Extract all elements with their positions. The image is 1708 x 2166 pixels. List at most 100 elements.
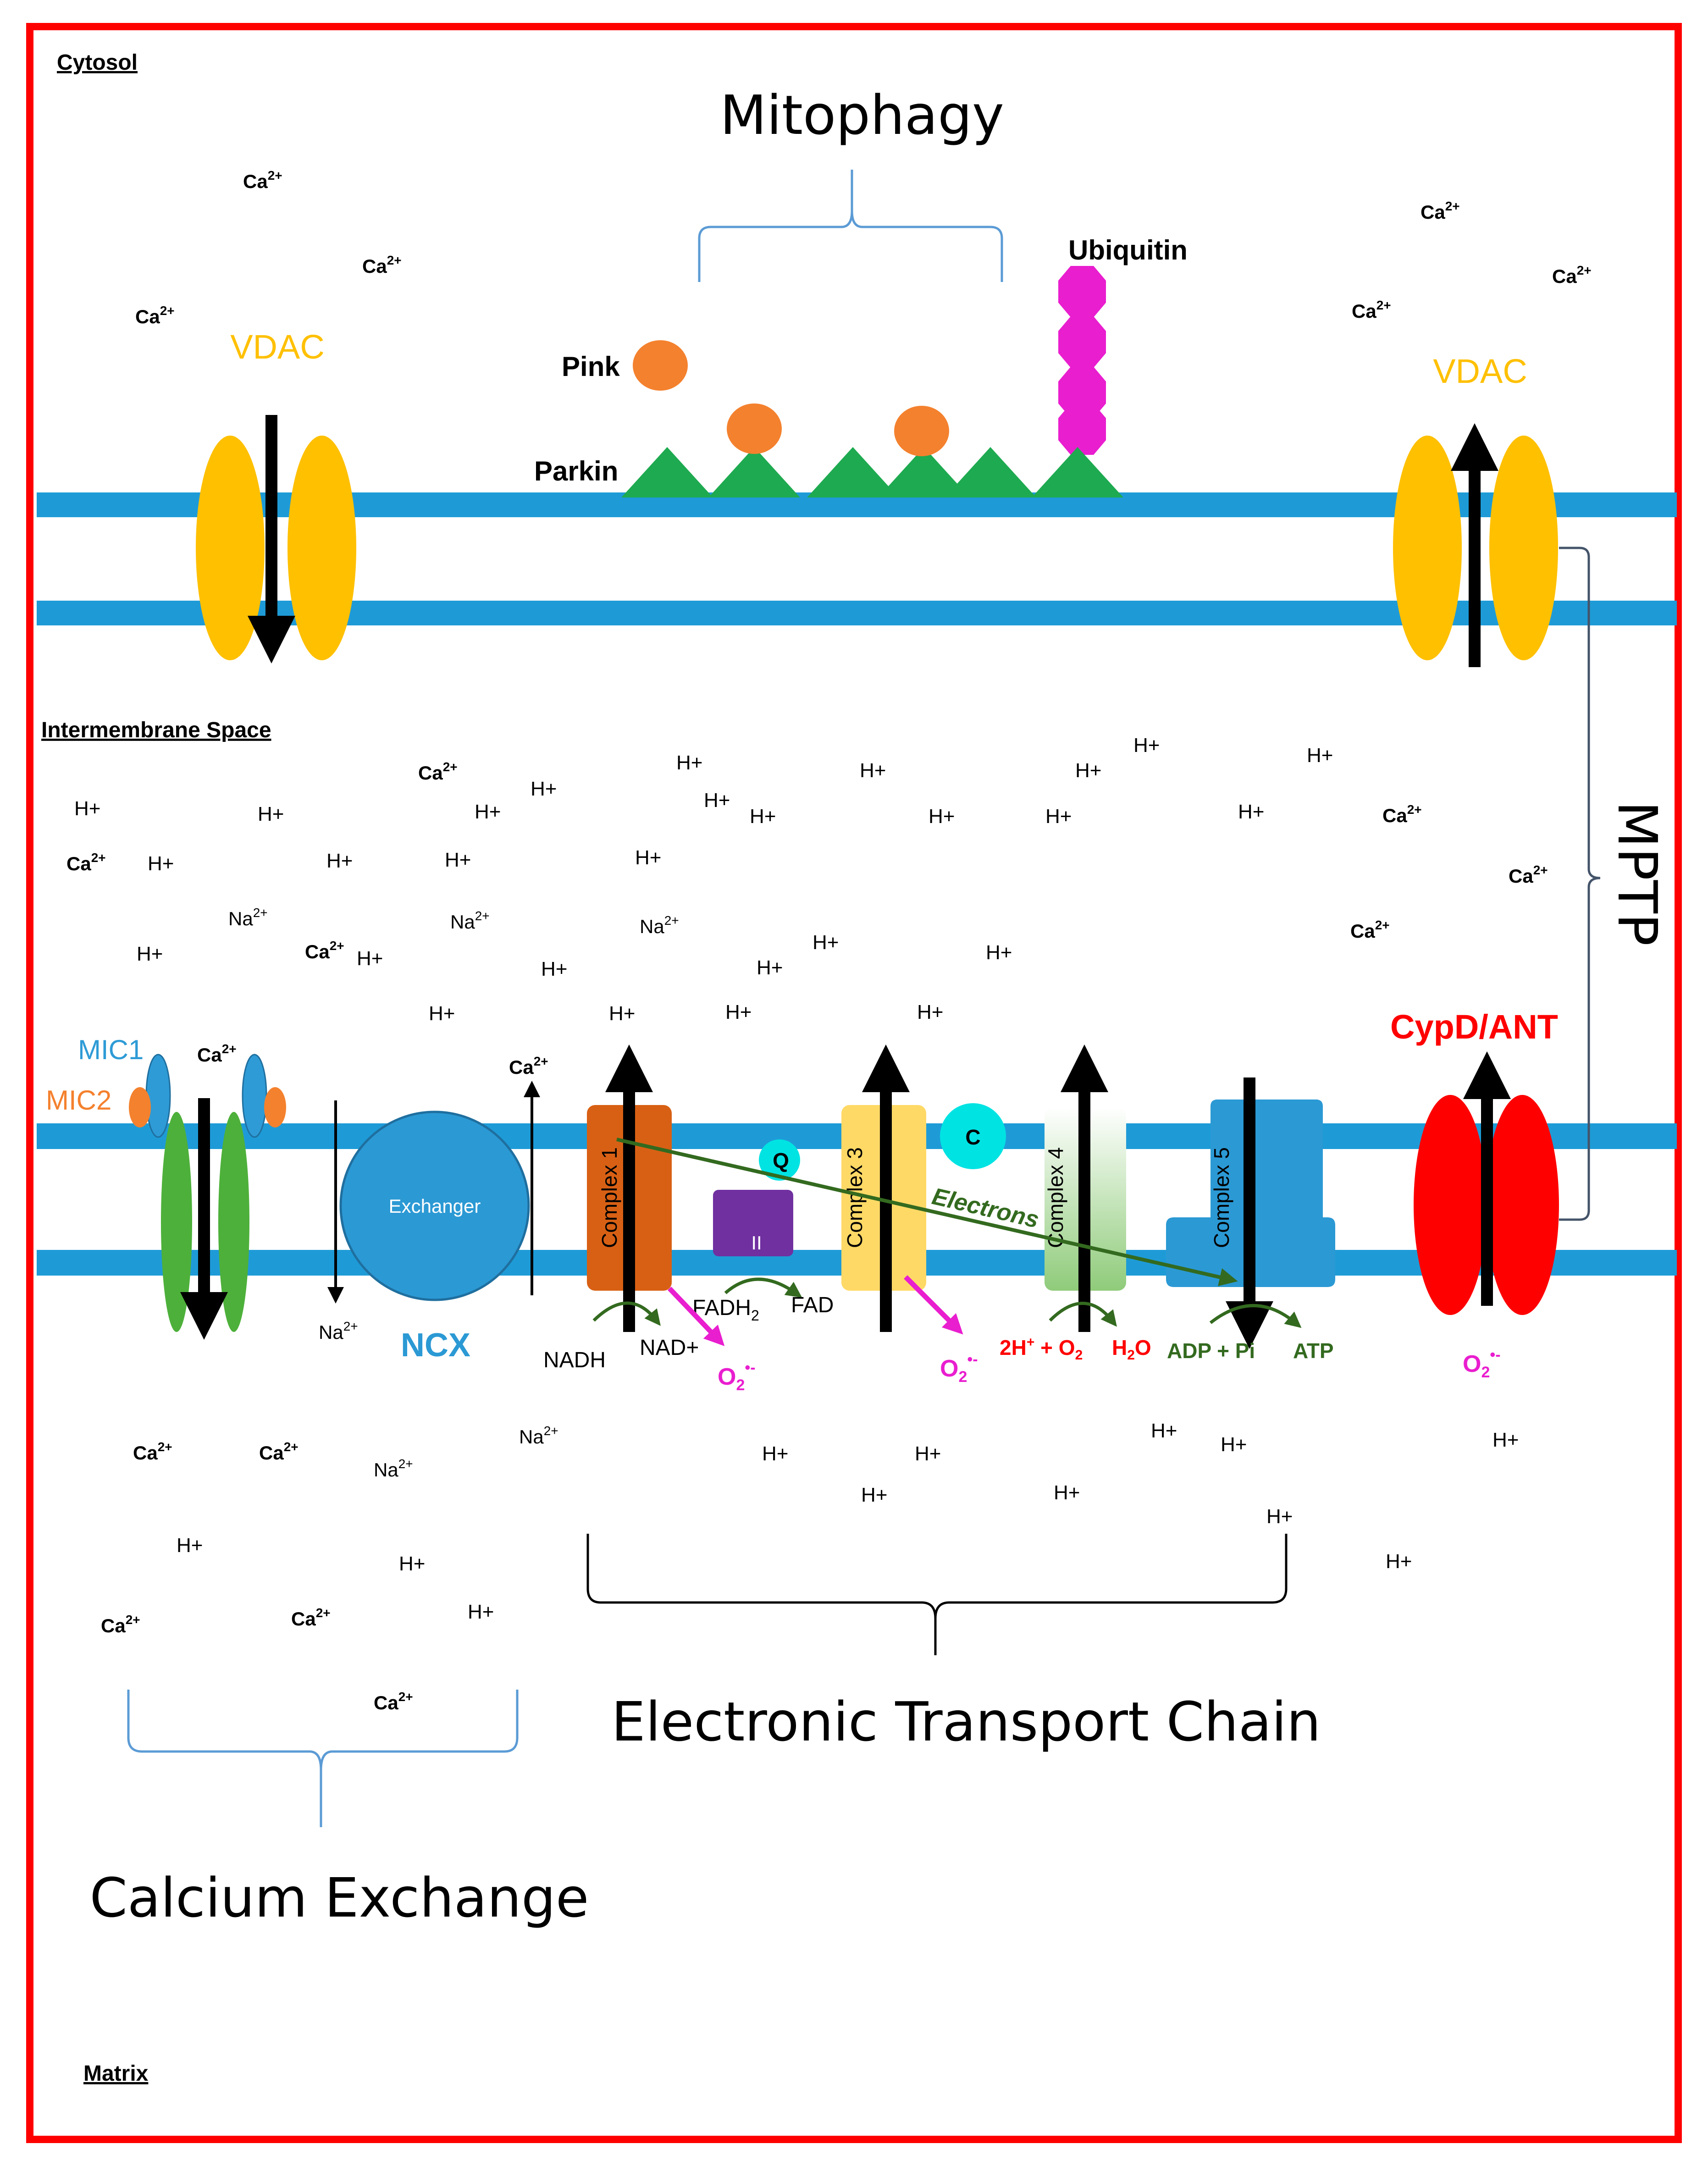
h-ion: H+ [74,797,100,820]
mic1-label: MIC1 [78,1034,144,1065]
pink-label: Pink [562,351,620,382]
ca-ion: Ca2+ [1421,199,1460,223]
cypd-lobe [1414,1095,1487,1315]
cytochrome-c [940,1103,1006,1169]
calcium-brace [127,1690,519,1827]
cypd-label: CypD/ANT [1390,1008,1558,1046]
nadh-reaction-arrow [592,1301,661,1326]
mitophagy-title: Mitophagy [720,83,1004,147]
fadh2-label: FADH2 [692,1296,759,1324]
atp-reaction-arrow [1209,1304,1302,1328]
ubiquitin-unit [1058,316,1106,368]
h-ion: H+ [475,801,501,823]
exchanger-label: Exchanger [389,1195,481,1217]
h-ion: H+ [445,849,471,871]
mcu-complex [129,1054,286,1340]
complex3-label: Complex 3 [843,1147,867,1248]
h-ion: H+ [399,1553,425,1575]
ca-ion: Ca2+ [1382,802,1422,826]
vdac-left-label: VDAC [230,328,325,366]
h-ion: H+ [1221,1433,1247,1456]
mic2-protein [264,1087,286,1127]
complex1: Complex 1 [587,1044,672,1332]
na-ion: Na2+ [374,1457,413,1481]
cypd-ant-channel [1414,1051,1559,1315]
h-ion: H+ [813,931,839,954]
parkin-proteins [621,447,1123,497]
water-product-label: H2O [1112,1336,1151,1363]
h-ion: H+ [1307,744,1333,767]
mcu-subunit [218,1112,249,1332]
vdac-left-lobe [196,436,265,660]
ca-ion: Ca2+ [1352,298,1391,322]
ca-ion: Ca2+ [1350,918,1390,942]
superoxide-arrow-c1 [668,1287,725,1346]
calcium-ions: Ca2+ Ca2+ Ca2+ Ca2+ Ca2+ Ca2+ Ca2+ Ca2+ … [66,168,1592,1713]
mptp-label: MPTP [1606,801,1669,946]
superoxide-label: O2•- [940,1351,978,1386]
complex4: Complex 4 [1044,1044,1126,1332]
ca-ion: Ca2+ [1552,263,1592,287]
h-ion: H+ [757,956,783,979]
h-ion: H+ [917,1001,943,1023]
adp-label: ADP + Pi [1167,1339,1255,1363]
ca-ion: Ca2+ [101,1613,140,1636]
complex2: II [713,1190,793,1256]
h-ion: H+ [357,947,383,970]
h-ion: H+ [915,1442,941,1465]
parkin-triangle [878,447,970,497]
c-label: C [965,1125,980,1149]
mptp-bracket [1559,547,1601,1221]
na-ion: Na2+ [228,906,268,929]
ubiquitin-chain [1058,266,1106,455]
pink-protein [633,340,688,391]
ca-ion: Ca2+ [305,939,344,962]
h-ion: H+ [635,846,661,869]
h-ion: H+ [429,1002,455,1025]
etc-brace [586,1534,1288,1655]
water-reaction-label: 2H+ + O2 [1000,1335,1083,1363]
h-ion: H+ [177,1534,203,1557]
h-ion: H+ [1238,801,1264,823]
region-label-intermembrane: Intermembrane Space [41,718,271,742]
complex5-label: Complex 5 [1210,1147,1233,1248]
region-label-cytosol: Cytosol [57,50,138,75]
h-ion: H+ [609,1002,635,1025]
mic1-protein [242,1054,267,1138]
cypd-lobe [1486,1095,1559,1315]
superoxide-label: O2•- [718,1359,756,1394]
h-ion: H+ [148,852,174,875]
ca-ion: Ca2+ [1509,863,1548,887]
h-ion: H+ [986,941,1012,964]
proton-ions: H+ H+ H+ H+ H+ H+ H+ H+ H+ H+ H+ H+ H+ H… [74,734,1519,1623]
superoxide-label: O2•- [1463,1346,1501,1381]
vdac-right-channel [1393,423,1558,667]
h-ion: H+ [326,850,353,872]
electrons-label: Electrons [929,1183,1041,1233]
complex2-label: II [751,1232,762,1254]
ca-ion: Ca2+ [66,851,106,874]
exchanger-circle [339,1111,530,1301]
ca-ion: Ca2+ [133,1440,172,1464]
vdac-right-label: VDAC [1433,352,1527,390]
sodium-ions: Na2+ Na2+ Na2+ Na2+ Na2+ Na2+ [228,906,679,1481]
h-ion: H+ [1054,1481,1080,1504]
h-ion: H+ [676,751,702,774]
q-carrier [759,1139,800,1181]
h-ion: H+ [1045,805,1072,828]
h-ion: H+ [861,1484,887,1506]
superoxide-arrow-c3 [904,1275,963,1335]
ca-ion: Ca2+ [291,1606,331,1630]
h-ion: H+ [468,1601,494,1623]
h-ion: H+ [1075,759,1101,782]
parkin-triangle [708,447,800,497]
h-ion: H+ [1492,1429,1519,1451]
parkin-triangle [621,447,713,497]
ca-ion: Ca2+ [509,1054,548,1078]
region-label-matrix: Matrix [83,2061,149,2086]
complex5: Complex 5 [1166,1077,1335,1349]
h-ion: H+ [929,805,955,828]
h-ion: H+ [258,803,284,825]
na-ion: Na2+ [450,909,490,933]
